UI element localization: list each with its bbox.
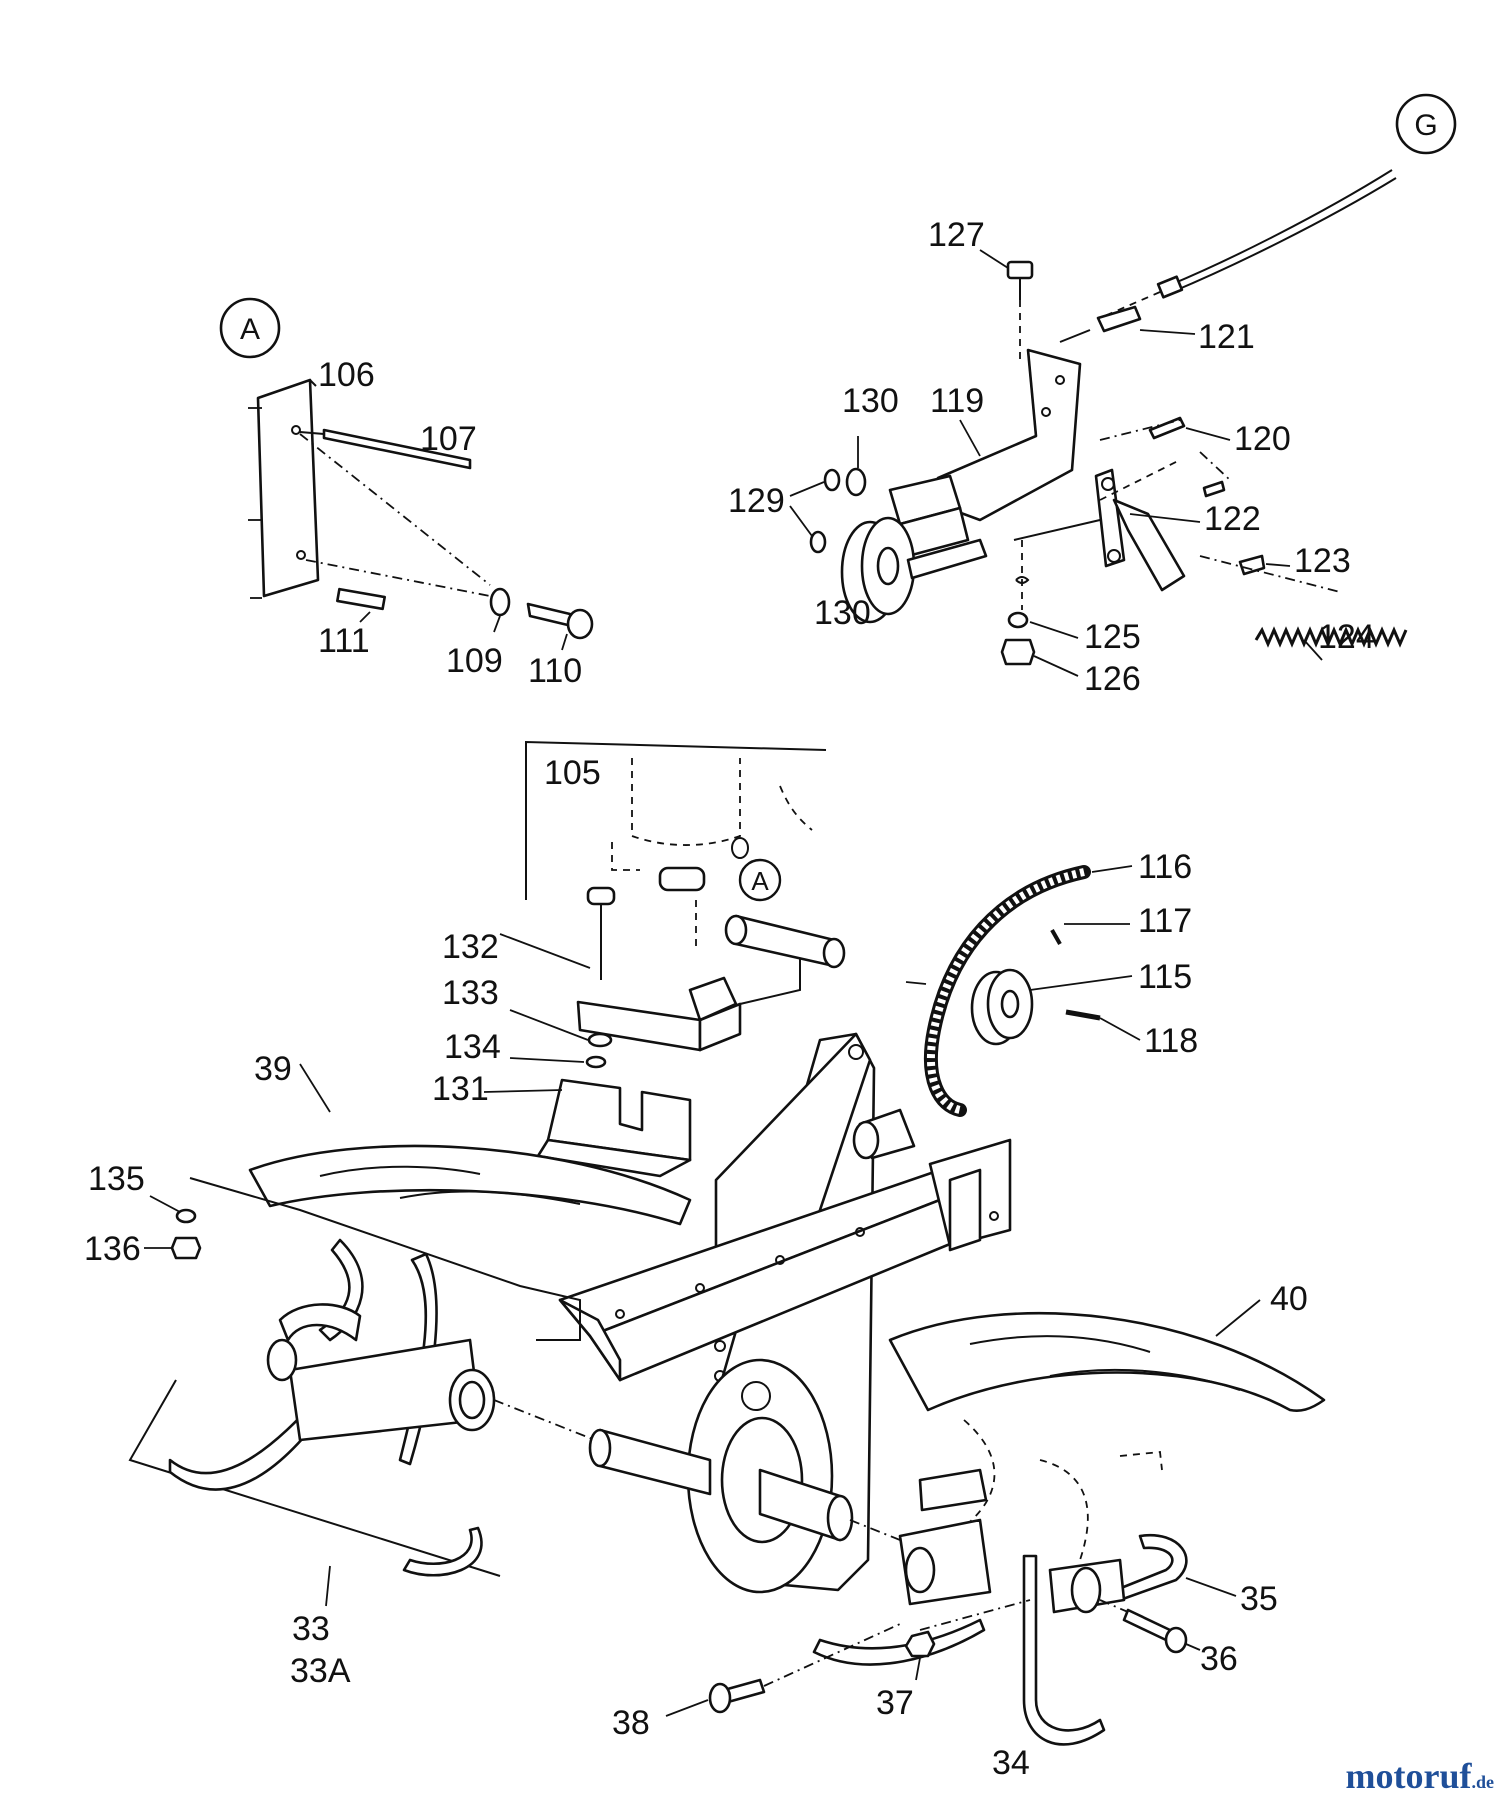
washer-109 xyxy=(489,587,511,617)
label-120: 120 xyxy=(1234,420,1291,458)
label-38: 38 xyxy=(612,1704,650,1742)
svg-text:motoruf.de: motoruf.de xyxy=(1346,1756,1494,1796)
bolt-36 xyxy=(1122,1608,1172,1642)
label-119: 119 xyxy=(930,382,984,420)
label-129: 129 xyxy=(728,482,785,520)
washer-129-top xyxy=(823,468,841,492)
lever-122 xyxy=(1094,468,1126,568)
nut-136 xyxy=(170,1236,202,1260)
label-122: 122 xyxy=(1204,500,1261,538)
label-123: 123 xyxy=(1294,542,1351,580)
watermark-logo: motoruf.de xyxy=(1346,1756,1494,1796)
label-126: 126 xyxy=(1084,660,1141,698)
label-125: 125 xyxy=(1084,618,1141,656)
main-assembly-group: A xyxy=(84,740,1326,1782)
cable-end-121 xyxy=(1096,305,1142,333)
nut-37 xyxy=(904,1630,936,1658)
plate-106 xyxy=(256,378,320,598)
label-118: 118 xyxy=(1144,1022,1198,1060)
label-131: 131 xyxy=(432,1070,489,1108)
watermark-suffix: .de xyxy=(1472,1772,1495,1792)
label-111: 111 xyxy=(318,622,370,660)
pin-111 xyxy=(336,587,386,611)
label-121: 121 xyxy=(1198,318,1255,356)
label-33a: 33A xyxy=(290,1652,351,1690)
label-109: 109 xyxy=(446,642,503,680)
label-132: 132 xyxy=(442,928,499,966)
callout-circle-g xyxy=(1395,93,1457,155)
bolt-110 xyxy=(526,602,574,628)
bolt-132 xyxy=(586,886,616,906)
tine-shield-39 xyxy=(248,1144,692,1226)
tine-35 xyxy=(1114,1533,1188,1602)
key-118 xyxy=(1065,1009,1101,1021)
label-136: 136 xyxy=(84,1230,141,1268)
label-33: 33 xyxy=(292,1610,330,1648)
washer-135 xyxy=(175,1208,197,1224)
washer-125 xyxy=(1007,611,1029,629)
pin-117 xyxy=(1050,929,1062,945)
tine-34-a xyxy=(812,1618,986,1666)
rod-107 xyxy=(322,428,472,470)
axle-tube xyxy=(734,914,836,968)
bushing-105 xyxy=(658,866,706,892)
label-105: 105 xyxy=(544,754,601,792)
label-117: 117 xyxy=(1138,902,1192,940)
tine-34-b xyxy=(1022,1554,1106,1746)
label-34: 34 xyxy=(992,1744,1030,1782)
label-134: 134 xyxy=(444,1028,501,1066)
callout-a-small-text: A xyxy=(751,866,769,896)
label-115: 115 xyxy=(1138,958,1192,996)
bolt-127 xyxy=(1006,260,1034,280)
label-36: 36 xyxy=(1200,1640,1238,1678)
washer-133 xyxy=(587,1032,613,1048)
tine-33-c xyxy=(402,1526,483,1577)
label-106: 106 xyxy=(318,356,375,394)
label-116: 116 xyxy=(1138,848,1192,886)
callout-circle-a-small xyxy=(738,858,782,902)
bolt-123 xyxy=(1238,554,1266,576)
label-133: 133 xyxy=(442,974,499,1012)
control-cable xyxy=(1169,169,1393,286)
label-35: 35 xyxy=(1240,1580,1278,1618)
label-130-top: 130 xyxy=(842,382,899,420)
washer-130-top xyxy=(845,467,867,497)
tine-shield-40 xyxy=(888,1311,1326,1412)
nut-126 xyxy=(1000,638,1036,666)
label-110: 110 xyxy=(528,652,582,690)
spring-124 xyxy=(1254,626,1408,648)
label-39: 39 xyxy=(254,1050,292,1088)
label-40: 40 xyxy=(1270,1280,1308,1318)
tine-33-d xyxy=(398,1252,438,1466)
callout-circle-a xyxy=(219,297,281,359)
washer-134 xyxy=(585,1055,607,1069)
washer-129-bottom xyxy=(809,530,827,554)
detail-a-group: A 106 107 111 109 110 xyxy=(219,297,594,690)
label-37: 37 xyxy=(876,1684,914,1722)
label-135: 135 xyxy=(88,1160,145,1198)
label-127: 127 xyxy=(928,216,985,254)
label-130-bottom: 130 xyxy=(814,594,871,632)
callout-g-text: G xyxy=(1414,109,1437,142)
tensioner-group: G xyxy=(728,93,1457,698)
label-107: 107 xyxy=(420,420,477,458)
label-124: 124 xyxy=(1318,618,1375,656)
watermark-text: motoruf xyxy=(1346,1756,1473,1796)
callout-a-text: A xyxy=(240,313,260,346)
